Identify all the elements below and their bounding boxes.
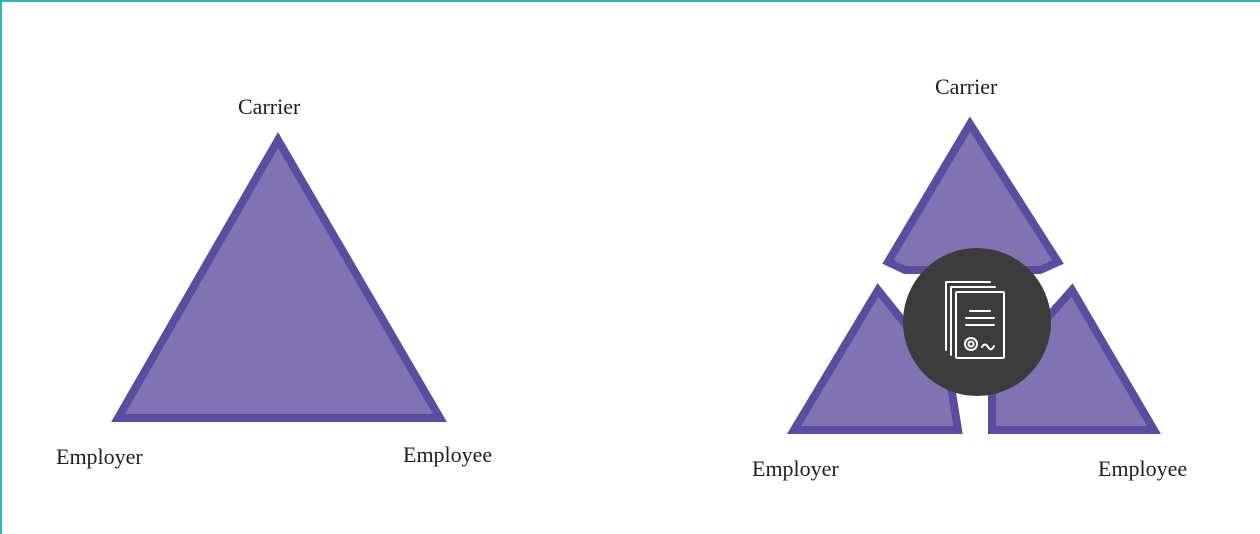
left-employer-label: Employer [56, 444, 143, 469]
center-circle [903, 248, 1051, 396]
right-employer-label: Employer [752, 456, 839, 481]
left-employee-label: Employee [403, 442, 493, 467]
right-employee-label: Employee [1098, 456, 1188, 481]
right-top-triangle [882, 116, 1064, 274]
left-triangle [111, 132, 447, 422]
left-carrier-label: Carrier [238, 94, 301, 119]
right-carrier-label: Carrier [935, 74, 998, 99]
contract-document-icon [945, 281, 1005, 359]
